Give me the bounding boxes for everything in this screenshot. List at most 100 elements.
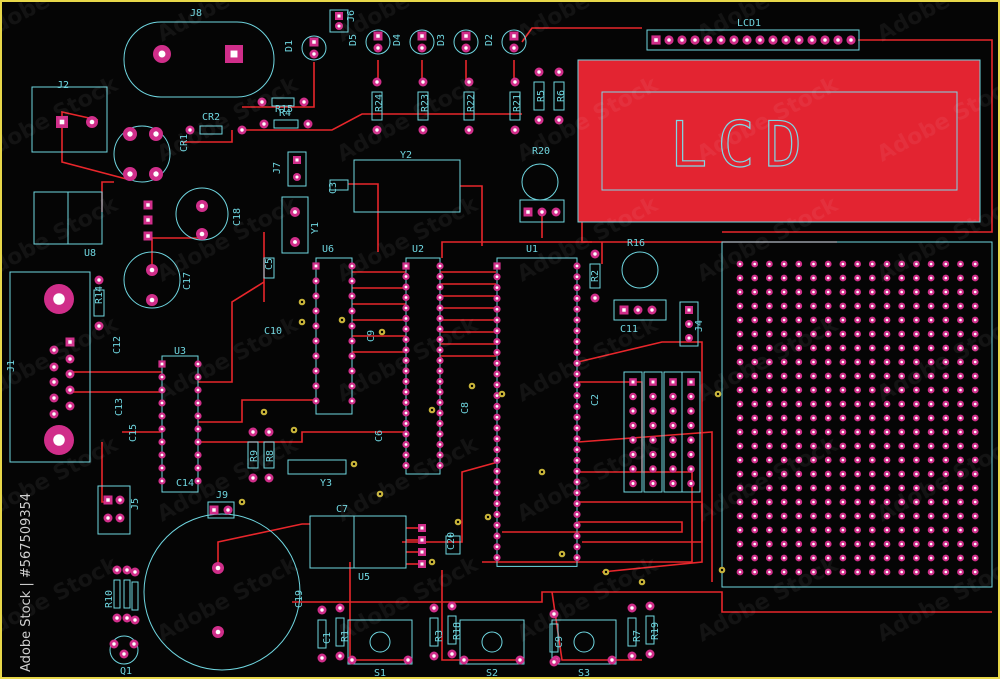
pad-hole <box>651 395 655 398</box>
pad-hole <box>826 262 830 266</box>
silk-circle <box>481 631 503 653</box>
pad-hole <box>841 402 845 406</box>
pad-hole <box>118 498 122 502</box>
pad-hole <box>540 210 544 214</box>
pad-hole <box>575 523 579 527</box>
silk-outline <box>553 81 565 111</box>
pad-hole <box>160 388 164 392</box>
pad-hole <box>421 128 425 132</box>
silk-outline <box>335 617 345 647</box>
silk-outline <box>315 257 353 415</box>
pad-hole <box>753 472 757 476</box>
pad-hole <box>900 360 904 364</box>
pad-hole <box>797 416 801 420</box>
pad-hole <box>959 388 962 392</box>
label-r15: R15 <box>275 104 293 115</box>
pad-hole <box>885 528 889 532</box>
pad-hole <box>782 528 786 532</box>
pad-hole <box>738 276 742 280</box>
pad-hole <box>314 354 318 358</box>
pad-hole <box>537 118 541 122</box>
pad-hole <box>467 128 471 132</box>
trace <box>348 183 379 252</box>
silk-outline <box>317 619 327 649</box>
pad-hole <box>404 453 408 457</box>
pad-hole <box>537 70 541 74</box>
label-r7: R7 <box>632 630 643 642</box>
pad-hole <box>631 409 635 413</box>
pad-hole <box>812 276 815 280</box>
silk-outline <box>645 615 655 645</box>
pad-hole <box>404 338 408 341</box>
pad-hole <box>826 332 830 336</box>
pad-hole <box>856 388 859 392</box>
watermark: Adobe Stock <box>153 552 303 648</box>
pad-hole <box>438 369 442 373</box>
silk-outline <box>199 125 223 135</box>
pad-hole <box>885 374 889 378</box>
pad-hole <box>438 327 442 331</box>
pad-hole <box>841 276 845 280</box>
pad-hole <box>768 500 771 504</box>
label-r9: R9 <box>249 450 260 462</box>
pad-hole <box>944 304 948 308</box>
pad-hole <box>856 276 859 280</box>
pad-hole <box>689 380 693 384</box>
silk-outline <box>67 191 103 245</box>
pad-hole <box>915 430 918 434</box>
pad-hole <box>406 658 410 662</box>
pad-hole <box>900 458 904 462</box>
label-s3: S3 <box>578 668 590 677</box>
pad-hole <box>782 458 786 462</box>
label-r14: R14 <box>94 286 105 304</box>
pad-hole <box>841 472 845 476</box>
pad-hole <box>68 340 72 344</box>
pad-hole <box>375 80 379 84</box>
pad-hole <box>929 514 933 518</box>
pad-hole <box>856 542 859 546</box>
via-hole <box>352 462 356 466</box>
via-hole <box>292 428 296 432</box>
pad-hole <box>812 346 815 350</box>
j1-outline <box>9 271 91 463</box>
pad-hole <box>812 500 815 504</box>
via-hole <box>300 320 304 324</box>
pad-hole <box>738 290 742 294</box>
silk-outline <box>623 371 643 493</box>
watermark: Adobe Stock <box>153 72 303 168</box>
pad-hole <box>929 318 933 322</box>
pad-hole <box>959 374 962 378</box>
pad-hole <box>944 430 948 434</box>
pad-hole <box>337 24 341 28</box>
pad-hole <box>495 329 499 333</box>
pad-hole <box>575 297 579 300</box>
pad-hole <box>438 411 442 415</box>
pad-hole <box>870 346 874 350</box>
pad-hole <box>870 514 874 518</box>
pad-hole <box>856 556 859 560</box>
pad-hole <box>915 290 918 294</box>
pad-hole <box>885 262 889 266</box>
pad-hole <box>826 486 830 490</box>
pad-hole <box>826 458 830 462</box>
pad-hole <box>870 304 874 308</box>
pad-hole <box>464 46 468 50</box>
pad-hole <box>651 380 655 384</box>
pad-hole <box>797 38 801 42</box>
pad-hole <box>915 304 918 308</box>
pad-hole <box>314 279 318 283</box>
pad-hole <box>404 275 408 278</box>
pad-hole <box>575 329 579 333</box>
pad-hole <box>959 500 962 504</box>
pad-hole <box>404 390 408 394</box>
pad-hole <box>68 372 72 376</box>
pad-hole <box>915 556 918 560</box>
pad-hole <box>797 276 801 280</box>
pads <box>44 12 979 667</box>
pad-hole <box>738 318 742 322</box>
label-y1: Y1 <box>310 222 321 234</box>
pad-hole <box>768 514 771 518</box>
pad-hole <box>671 380 675 384</box>
pad-hole <box>753 486 757 490</box>
pad-hole <box>53 434 65 446</box>
